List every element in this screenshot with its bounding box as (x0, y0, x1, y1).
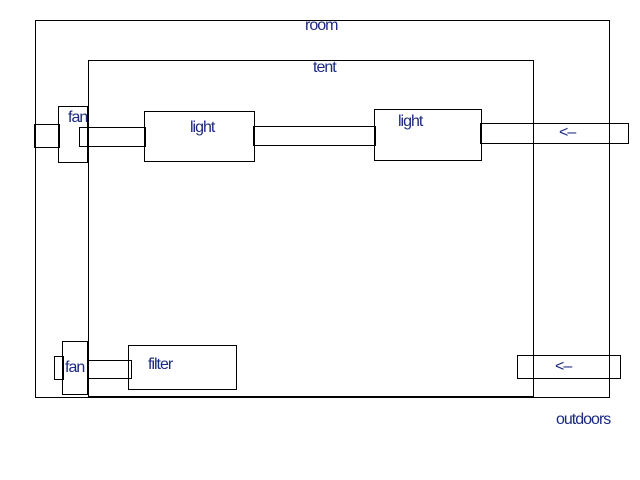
fan-top-box (58, 106, 88, 163)
light-left-label: light (190, 119, 215, 136)
light-right-box (374, 109, 482, 161)
tent-label: tent (313, 59, 337, 76)
fan-top-label: fan (68, 109, 88, 126)
filter-label: filter (148, 356, 173, 373)
duct-bottom-right (517, 355, 621, 379)
duct-stub-bottom-outer (54, 356, 64, 380)
duct-stub-top-outer (34, 124, 60, 148)
arrow-bottom-label: <– (555, 358, 572, 375)
light-left-box (144, 111, 255, 162)
room-label: room (305, 17, 338, 34)
duct-bottom-left (87, 360, 132, 379)
duct-top-middle (253, 126, 376, 146)
duct-top-left (79, 127, 146, 147)
arrow-top-label: <– (559, 124, 576, 141)
fan-bottom-label: fan (65, 359, 85, 376)
tent-box (88, 60, 534, 397)
light-right-label: light (398, 113, 423, 130)
filter-box (128, 345, 237, 390)
room-box (35, 20, 610, 398)
outdoors-label: outdoors (556, 411, 611, 428)
duct-top-right (480, 123, 629, 144)
